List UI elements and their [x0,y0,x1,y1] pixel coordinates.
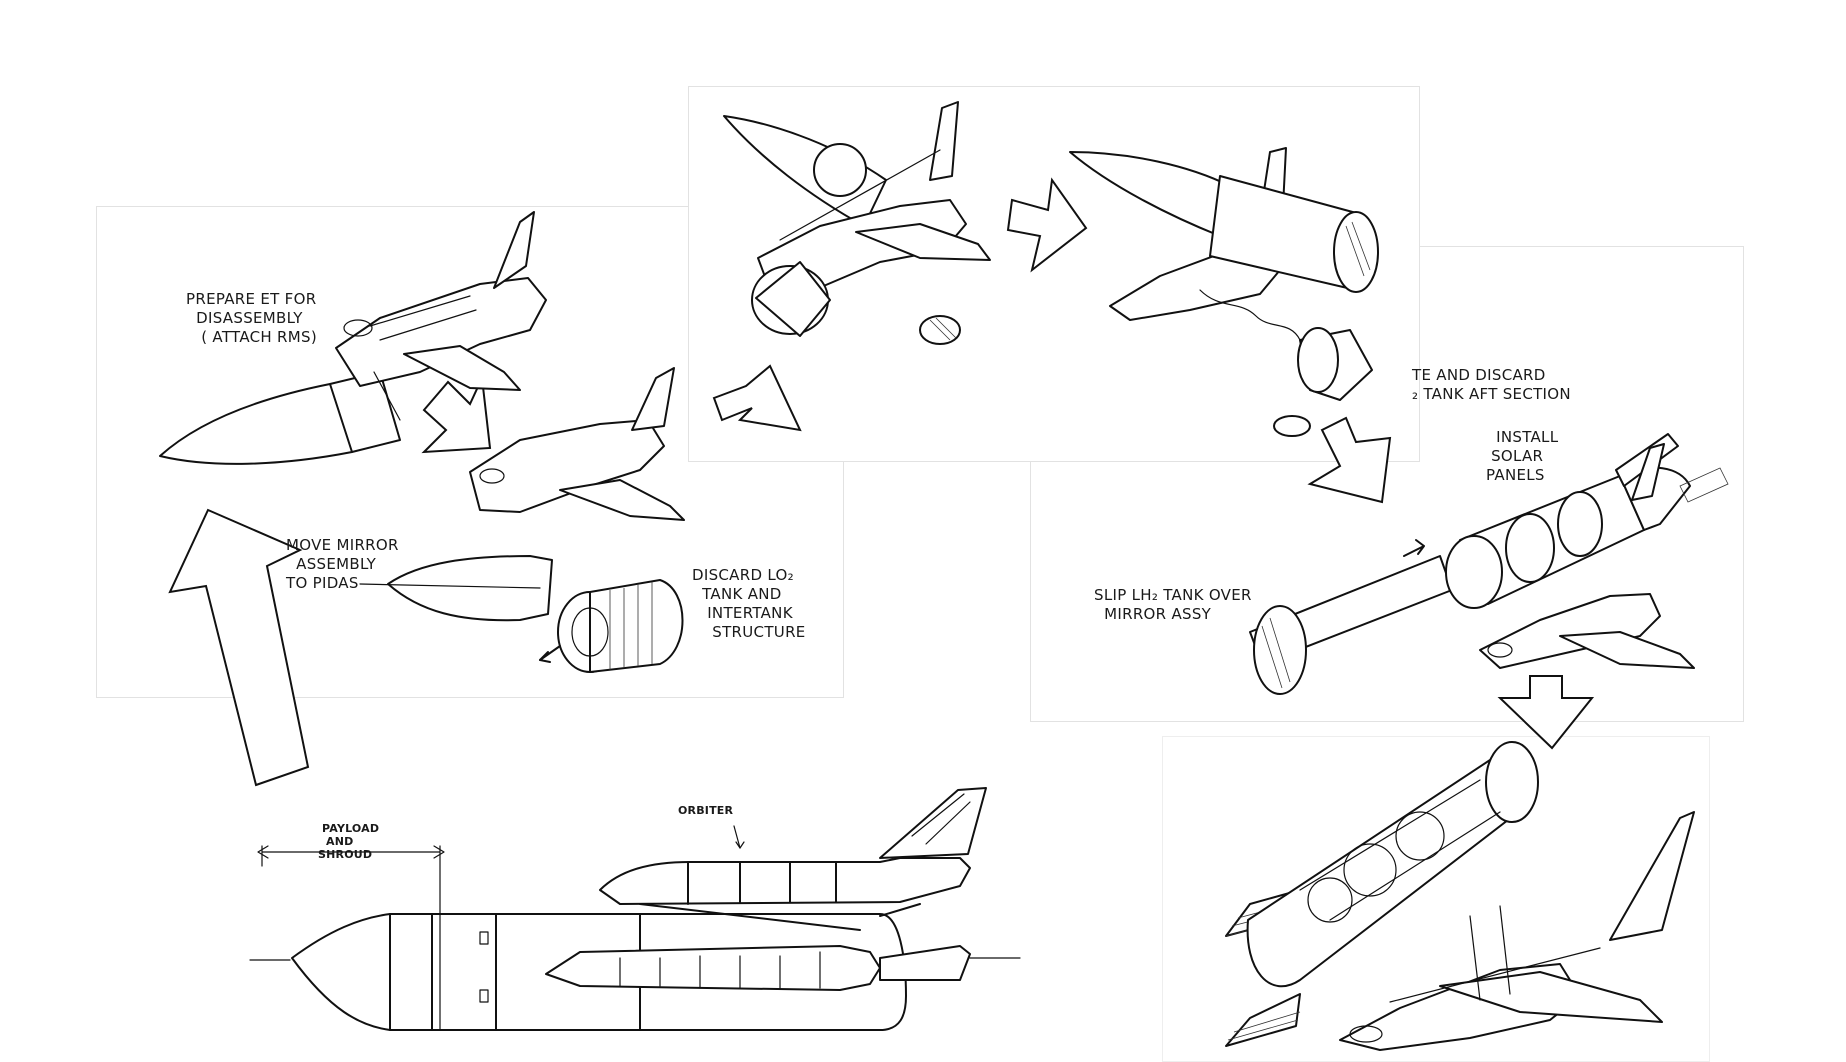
label-move-mirror: MOVE MIRROR ASSEMBLY TO PIDAS [286,536,399,592]
label-prepare-et: PREPARE ET FOR DISASSEMBLY ( ATTACH RMS) [186,290,317,346]
arrow-step-3 [1006,177,1088,273]
shuttle-side-view [249,787,1021,1031]
label-orbiter: ORBITER [678,804,734,817]
label-payload-shroud: PAYLOAD AND SHROUD [318,822,380,861]
arrow-step-5 [1497,675,1595,750]
orbiter-rotating-tank-1 [723,101,991,345]
arrow-step-1 [421,374,492,454]
arrow-step-2 [712,364,802,432]
label-rotate-discard: TE AND DISCARD ₂ TANK AFT SECTION [1412,366,1571,403]
big-up-arrow [168,508,310,787]
orbiter-with-et-1 [159,211,547,465]
label-install-solar: INSTALL SOLAR PANELS [1486,428,1559,484]
arrow-step-4 [1307,416,1392,504]
orbiter-install-panels [1249,433,1729,695]
label-discard-lo2: DISCARD LO₂ TANK AND INTERTANK STRUCTURE [692,566,806,641]
lo2-tank-discard [539,579,684,673]
orbiter-rotating-tank-2 [1069,147,1379,437]
orbiter-with-et-2 [359,367,685,622]
completed-telescope-with-orbiter [1225,741,1695,1051]
label-slip-lh2: SLIP LH₂ TANK OVER MIRROR ASSY [1094,586,1252,623]
